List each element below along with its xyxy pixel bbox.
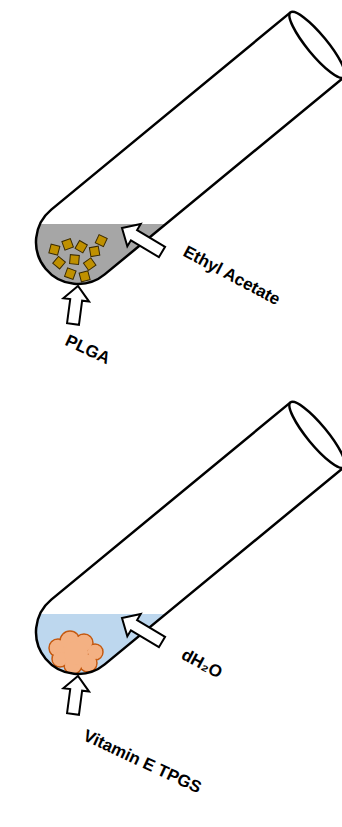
material-label: PLGA xyxy=(62,331,113,369)
label-holder: Ethyl Acetate xyxy=(180,242,284,310)
test-tube xyxy=(19,396,342,691)
test-tube xyxy=(19,6,342,301)
ethyl-acetate-liquid xyxy=(0,224,342,344)
material-label: Vitamin E TPGS xyxy=(80,726,205,798)
pointer-arrow xyxy=(115,217,168,263)
pointer-arrow xyxy=(60,284,91,325)
material-label: Ethyl Acetate xyxy=(180,242,284,310)
pointer-arrow xyxy=(60,674,91,715)
pointer-arrows xyxy=(60,217,169,716)
pointer-arrow xyxy=(115,607,168,653)
label-holder: PLGA xyxy=(62,331,113,369)
label-holder: Vitamin E TPGS xyxy=(80,726,205,798)
water-liquid xyxy=(0,614,342,734)
plga-pellets xyxy=(49,235,107,282)
label-holder: dH₂O xyxy=(178,645,226,683)
material-label: dH₂O xyxy=(178,645,226,683)
